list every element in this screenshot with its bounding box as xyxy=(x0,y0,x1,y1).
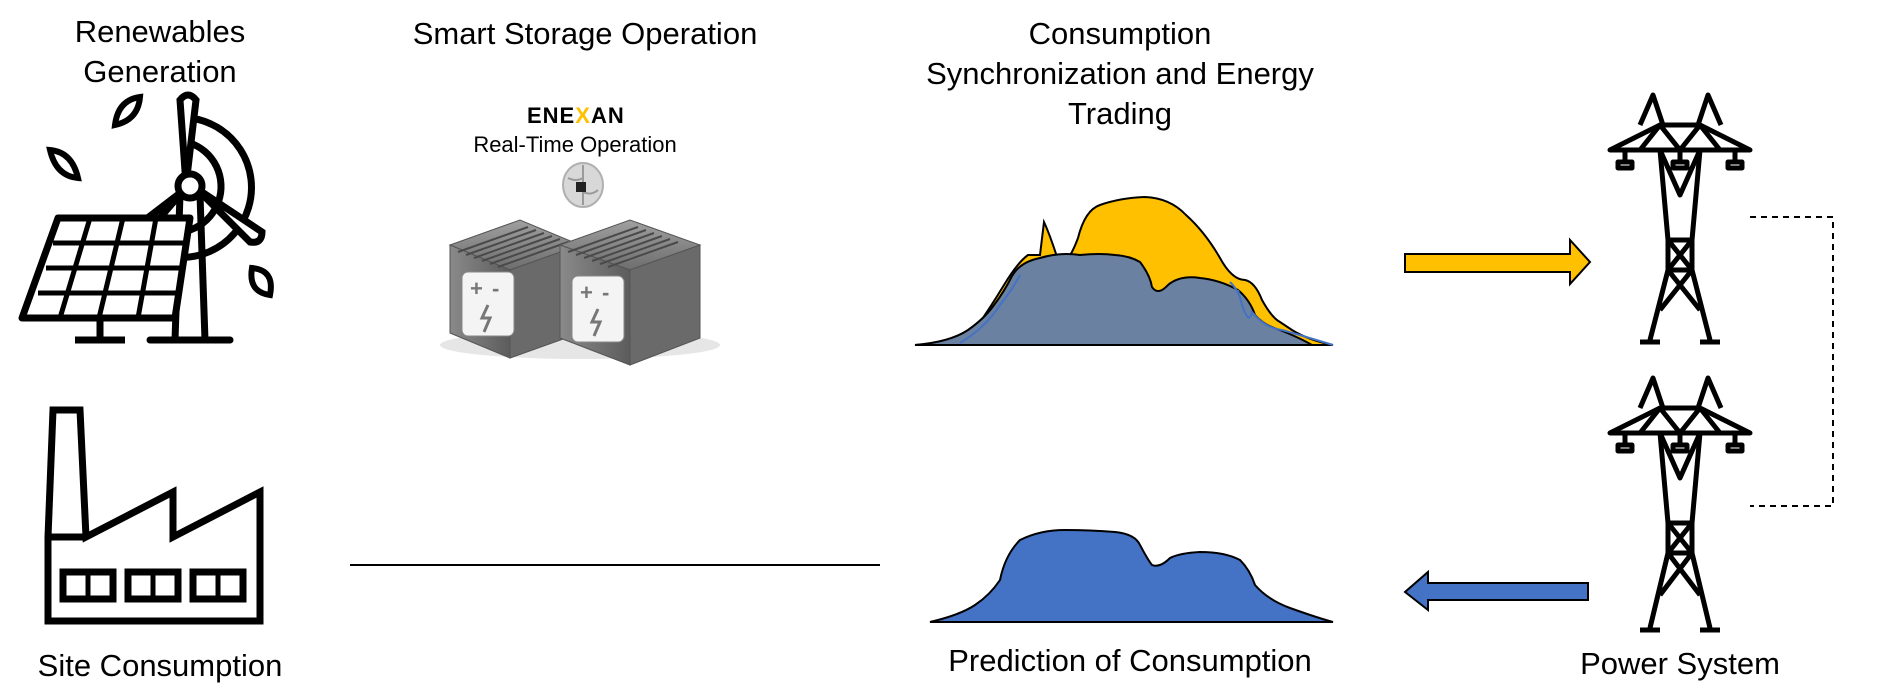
enexan-logo: ENEXAN xyxy=(527,103,625,128)
site-consumption-label: Site Consumption xyxy=(37,648,283,683)
svg-text:-: - xyxy=(602,280,609,305)
grid-link-bracket xyxy=(1750,216,1834,507)
arrow-right-generation xyxy=(1404,237,1592,287)
consumption-synchronization-curve xyxy=(914,195,1334,346)
consumption-label-line1: Consumption xyxy=(1028,16,1212,51)
consumption-label: Consumption Synchronization and Energy T… xyxy=(890,14,1350,134)
prediction-label: Prediction of Consumption xyxy=(948,643,1312,678)
transmission-tower-icon xyxy=(1607,375,1753,633)
consumption-overlay-line xyxy=(959,274,1334,346)
leaf-icon xyxy=(46,93,274,299)
renewables-label-line1: Renewables xyxy=(74,14,246,49)
transmission-tower-icon xyxy=(1607,92,1753,345)
logo-subtitle: Real-Time Operation xyxy=(473,132,677,157)
factory-icon xyxy=(44,406,264,625)
power-system-label: Power System xyxy=(1580,646,1780,681)
arrow-left-consumption xyxy=(1403,569,1589,613)
storage-label: Smart Storage Operation xyxy=(412,16,758,51)
svg-text:+: + xyxy=(470,276,483,301)
renewables-label-line2: Generation xyxy=(83,54,237,89)
svg-text:-: - xyxy=(492,276,499,301)
wind-turbine-icon xyxy=(119,91,266,344)
consumption-label-line3: Trading xyxy=(1068,96,1172,131)
svg-text:+: + xyxy=(580,280,593,305)
brain-chip-icon xyxy=(562,162,604,208)
renewables-label: Renewables Generation xyxy=(40,12,280,92)
solar-panel-icon xyxy=(18,214,194,344)
consumption-overlay-area xyxy=(914,253,1316,346)
battery-container-icon: + - + - xyxy=(440,219,720,366)
prediction-curve xyxy=(929,528,1334,623)
consumption-label-line2: Synchronization and Energy xyxy=(926,56,1314,91)
